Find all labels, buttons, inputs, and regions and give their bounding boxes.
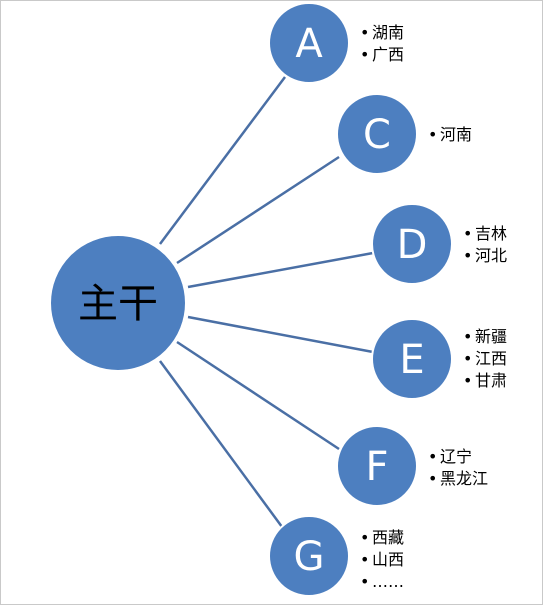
hub-circle [49,234,187,372]
branch-node-g: G [268,515,350,597]
list-item: …… [360,571,404,593]
branch-node-f: F [336,425,418,507]
branch-list-d: 吉林 河北 [463,223,507,267]
branch-node-e: E [371,318,453,400]
list-item: 吉林 [463,223,507,245]
list-item: 西藏 [360,527,404,549]
branch-list-g: 西藏 山西 …… [360,527,404,593]
connector-group [158,76,374,532]
list-item: 山西 [360,549,404,571]
branch-list-a: 湖南 广西 [360,22,404,66]
connector-d [187,251,374,289]
list-item: 新疆 [463,326,507,348]
branch-letter-g: G [294,534,325,580]
branch-letter-d: D [397,222,428,268]
hub-label: 主干 [78,281,158,327]
branch-letter-e: E [399,337,424,383]
list-item: 河北 [463,245,507,267]
list-item: 湖南 [360,22,404,44]
list-item: 辽宁 [428,446,488,468]
connector-a [158,76,287,245]
connector-e [187,315,374,354]
connector-f [176,340,340,451]
branch-list-c: 河南 [428,124,472,146]
branch-node-c: C [336,93,418,175]
branch-circle-c [336,93,418,175]
branch-list-f: 辽宁 黑龙江 [428,446,488,490]
branch-circle-d [371,203,453,285]
branch-circle-g [268,515,350,597]
list-item: 广西 [360,44,404,66]
list-item: 黑龙江 [428,468,488,490]
branch-letter-c: C [363,112,391,158]
list-item: 河南 [428,124,472,146]
branch-node-d: D [371,203,453,285]
branch-letter-f: F [365,444,388,490]
branch-circle-a [268,2,350,84]
branch-circle-f [336,425,418,507]
connector-c [176,155,340,265]
branch-node-a: A [268,2,350,84]
connector-g [158,360,287,532]
list-item: 甘肃 [463,370,507,392]
branch-list-e: 新疆 江西 甘肃 [463,326,507,392]
hub-node: 主干 [49,234,187,372]
branch-circle-e [371,318,453,400]
list-item: 江西 [463,348,507,370]
branch-letter-a: A [295,21,323,67]
